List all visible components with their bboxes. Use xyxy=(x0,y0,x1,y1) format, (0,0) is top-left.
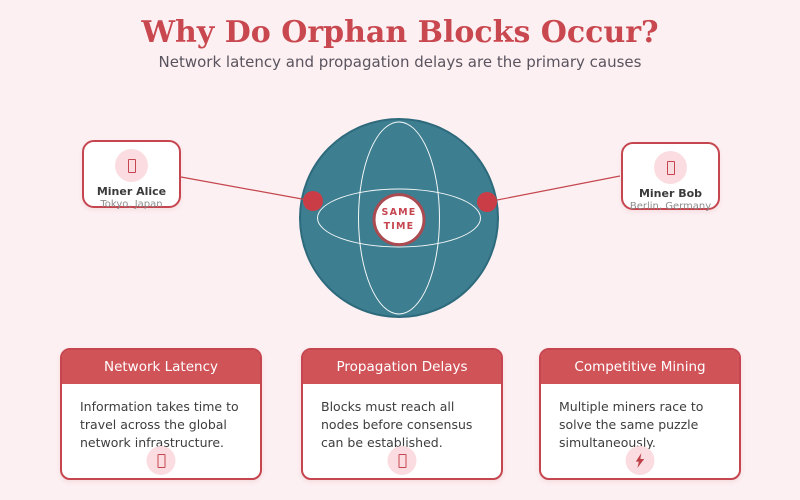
miner-name: Miner Bob xyxy=(638,187,703,200)
miner-placeholder-icon xyxy=(127,158,136,173)
cause-card-title: Network Latency xyxy=(62,350,260,384)
same-time-badge: SAME TIME xyxy=(372,193,426,247)
cause-card-title: Competitive Mining xyxy=(541,350,739,384)
miner-location: Berlin, Germany xyxy=(629,200,712,212)
miner-card-bob: Miner Bob Berlin, Germany xyxy=(621,142,720,212)
same-time-line1: SAME xyxy=(381,207,417,219)
avatar xyxy=(654,151,687,184)
miner-location: Tokyo, Japan xyxy=(100,198,163,210)
cause-icon-badge xyxy=(387,446,417,475)
globe-graphic: SAME TIME xyxy=(299,118,499,318)
cause-card-title: Propagation Delays xyxy=(303,350,501,384)
connector-line-right xyxy=(486,175,621,203)
cause-card-body: Multiple miners race to solve the same p… xyxy=(559,399,704,451)
connector-line-left xyxy=(180,176,314,202)
miner-card-alice: Miner Alice Tokyo, Japan xyxy=(82,140,181,210)
cause-card-propagation-delays: Propagation Delays Blocks must reach all… xyxy=(301,348,503,480)
cause-card-competitive-mining: Competitive Mining Multiple miners race … xyxy=(539,348,741,480)
cause-icon-badge xyxy=(625,446,655,475)
cause-card-network-latency: Network Latency Information takes time t… xyxy=(60,348,262,480)
miner-placeholder-icon xyxy=(666,160,675,175)
avatar xyxy=(115,149,148,182)
cause-placeholder-icon xyxy=(157,453,165,468)
cause-placeholder-icon xyxy=(398,453,406,468)
cause-card-body: Information takes time to travel across … xyxy=(80,399,239,451)
globe-meridian-line xyxy=(358,121,440,315)
page-subtitle: Network latency and propagation delays a… xyxy=(158,53,642,71)
cause-icon-badge xyxy=(146,446,176,475)
page-title: Why Do Orphan Blocks Occur? xyxy=(141,15,659,50)
lightning-icon xyxy=(635,453,645,468)
cause-card-body: Blocks must reach all nodes before conse… xyxy=(321,399,473,451)
same-time-line2: TIME xyxy=(383,221,415,233)
miner-name: Miner Alice xyxy=(96,185,167,198)
